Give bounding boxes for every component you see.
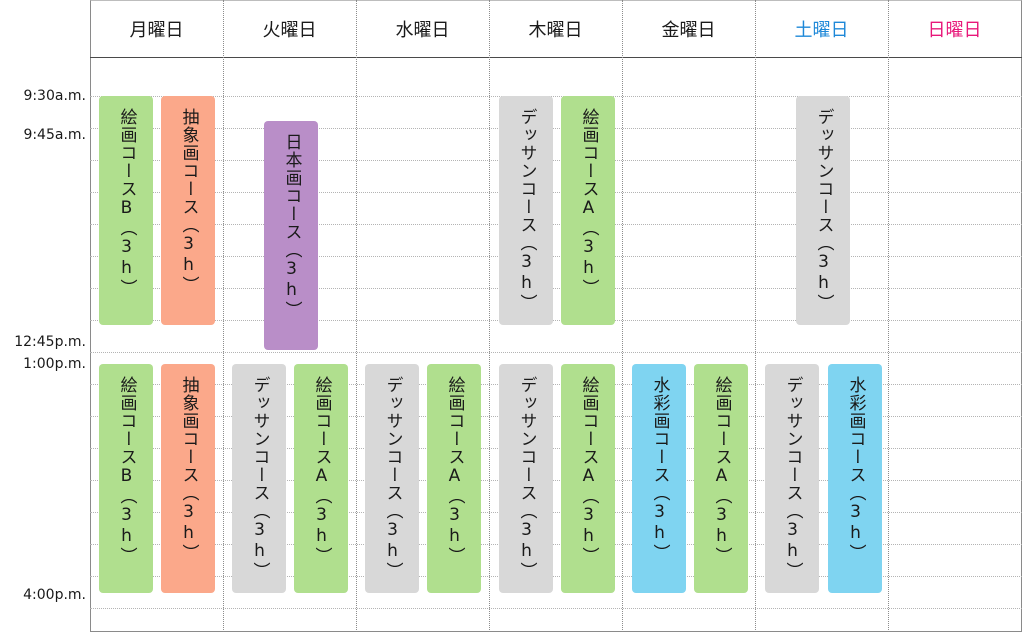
course-block[interactable]: デッサンコース（3h） [765,364,819,593]
day-header-tue: 火曜日 [262,19,317,41]
course-label: 水彩画コース（3h） [649,376,670,562]
day-header-wed: 水曜日 [395,19,450,41]
grid-line [90,192,1022,193]
day-header-thu: 木曜日 [528,19,583,41]
course-block[interactable]: 絵画コースA（3h） [294,364,348,593]
course-label: 抽象画コース（3h） [178,108,199,294]
day-divider [356,0,357,632]
time-label: 4:00p.m. [23,587,86,603]
day-header-mon: 月曜日 [129,19,184,41]
course-label: 絵画コースA（3h） [444,376,465,565]
grid-line [90,416,1022,417]
time-label: 9:45a.m. [23,127,86,143]
grid-line [90,448,1022,449]
course-label: 絵画コースA（3h） [311,376,332,565]
grid-line [90,320,1022,321]
course-block[interactable]: 絵画コースB（3h） [99,96,153,325]
course-label: 抽象画コース（3h） [178,376,199,562]
grid-line [90,160,1022,161]
time-label: 1:00p.m. [23,356,86,372]
course-block[interactable]: 抽象画コース（3h） [161,96,215,325]
grid-line [90,352,1022,353]
day-header-sat: 土曜日 [794,19,849,41]
day-divider [888,0,889,632]
course-block[interactable]: デッサンコース（3h） [232,364,286,593]
course-block[interactable]: 絵画コースA（3h） [427,364,481,593]
day-header-sun: 日曜日 [927,19,982,41]
course-block[interactable]: デッサンコース（3h） [499,364,553,593]
course-label: 絵画コースA（3h） [578,108,599,297]
course-block[interactable]: 水彩画コース（3h） [828,364,882,593]
course-block[interactable]: 絵画コースA（3h） [694,364,748,593]
course-label: デッサンコース（3h） [382,376,403,580]
schedule-frame [90,0,1022,632]
course-block[interactable]: 水彩画コース（3h） [632,364,686,593]
grid-line [90,96,1022,97]
time-label: 9:30a.m. [23,88,86,104]
grid-line [90,576,1022,577]
course-block[interactable]: 日本画コース（3h） [264,121,318,350]
grid-line [90,512,1022,513]
header-divider [90,57,1022,58]
course-label: デッサンコース（3h） [249,376,270,580]
course-label: 水彩画コース（3h） [845,376,866,562]
course-label: 絵画コースB（3h） [116,376,137,565]
grid-line [90,608,1022,609]
course-label: デッサンコース（3h） [782,376,803,580]
grid-line [90,480,1022,481]
day-divider [622,0,623,632]
grid-line [90,544,1022,545]
course-label: デッサンコース（3h） [516,108,537,312]
grid-line [90,288,1022,289]
course-label: 日本画コース（3h） [281,133,302,319]
day-header-fri: 金曜日 [661,19,716,41]
course-block[interactable]: デッサンコース（3h） [796,96,850,325]
day-divider [755,0,756,632]
course-block[interactable]: 絵画コースB（3h） [99,364,153,593]
grid-line [90,224,1022,225]
grid-line [90,128,1022,129]
course-label: デッサンコース（3h） [813,108,834,312]
course-block[interactable]: 絵画コースA（3h） [561,96,615,325]
course-block[interactable]: デッサンコース（3h） [365,364,419,593]
course-block[interactable]: 絵画コースA（3h） [561,364,615,593]
day-divider [223,0,224,632]
course-label: デッサンコース（3h） [516,376,537,580]
course-label: 絵画コースA（3h） [711,376,732,565]
course-block[interactable]: デッサンコース（3h） [499,96,553,325]
grid-line [90,256,1022,257]
time-label: 12:45p.m. [14,334,86,350]
course-label: 絵画コースB（3h） [116,108,137,297]
day-divider [489,0,490,632]
course-block[interactable]: 抽象画コース（3h） [161,364,215,593]
course-label: 絵画コースA（3h） [578,376,599,565]
grid-line [90,384,1022,385]
